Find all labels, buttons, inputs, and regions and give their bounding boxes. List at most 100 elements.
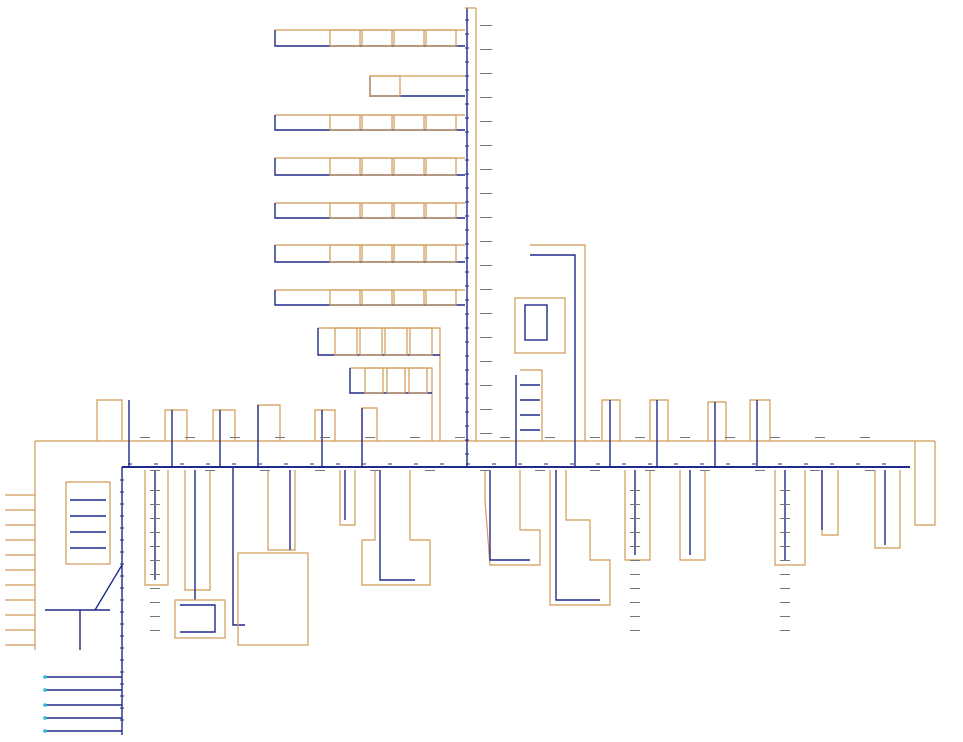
lateral-feeder-blocks	[274, 29, 465, 441]
node-label-mark	[150, 470, 160, 471]
node-label-mark	[780, 602, 790, 603]
node-label-mark	[780, 546, 790, 547]
node-label-mark	[260, 470, 270, 471]
node-label-mark	[480, 265, 492, 266]
node-label-mark	[700, 470, 710, 471]
node-label-mark	[150, 574, 160, 575]
node-label-mark	[630, 490, 640, 491]
node-label-mark	[275, 437, 285, 438]
node-label-mark	[150, 546, 160, 547]
node-label-mark	[480, 169, 492, 170]
node-label-mark	[630, 518, 640, 519]
node-label-mark	[770, 437, 780, 438]
node-label-mark	[480, 385, 492, 386]
node-label-mark	[455, 437, 465, 438]
node-label-mark	[630, 560, 640, 561]
node-label-mark	[590, 470, 600, 471]
node-label-mark	[630, 574, 640, 575]
node-label-mark	[630, 588, 640, 589]
node-label-mark	[545, 437, 555, 438]
node-label-mark	[680, 437, 690, 438]
node-label-mark	[630, 504, 640, 505]
node-label-mark	[480, 217, 492, 218]
node-label-mark	[860, 437, 870, 438]
node-label-mark	[480, 73, 492, 74]
node-label-mark	[370, 470, 380, 471]
node-label-mark	[810, 470, 820, 471]
node-label-mark	[150, 560, 160, 561]
node-label-mark	[150, 588, 160, 589]
node-label-mark	[480, 409, 492, 410]
lateral-block-3	[274, 114, 465, 131]
node-label-mark	[365, 437, 375, 438]
node-label-mark	[630, 532, 640, 533]
node-label-mark	[780, 616, 790, 617]
node-label-mark	[320, 437, 330, 438]
lateral-block-4	[274, 157, 465, 176]
node-label-mark	[480, 97, 492, 98]
node-label-mark	[150, 630, 160, 631]
node-label-mark	[780, 518, 790, 519]
node-label-mark	[480, 241, 492, 242]
node-label-mark	[590, 437, 600, 438]
node-label-mark	[780, 490, 790, 491]
node-label-mark	[630, 602, 640, 603]
node-label-mark	[480, 25, 492, 26]
node-label-mark	[480, 49, 492, 50]
node-label-mark	[480, 470, 490, 471]
node-label-mark	[480, 313, 492, 314]
node-label-mark	[480, 361, 492, 362]
node-label-mark	[500, 437, 510, 438]
vertical-trunk-feeder	[465, 7, 477, 467]
lateral-block-6	[274, 244, 465, 263]
node-label-mark	[780, 630, 790, 631]
node-label-mark	[630, 546, 640, 547]
node-label-mark	[755, 470, 765, 471]
node-label-mark	[480, 433, 492, 434]
node-label-mark	[410, 437, 420, 438]
node-label-mark	[780, 504, 790, 505]
node-label-mark	[725, 437, 735, 438]
node-label-mark	[480, 145, 492, 146]
node-label-mark	[185, 437, 195, 438]
node-label-mark	[630, 616, 640, 617]
lateral-block-9	[349, 367, 433, 441]
node-label-mark	[635, 437, 645, 438]
node-label-mark	[150, 616, 160, 617]
node-label-mark	[140, 437, 150, 438]
node-label-mark	[780, 560, 790, 561]
node-label-mark	[630, 630, 640, 631]
lateral-block-5	[274, 202, 465, 219]
lateral-block-2	[369, 75, 465, 97]
left-branch-feeders	[5, 467, 123, 735]
node-label-mark	[150, 518, 160, 519]
node-label-mark	[480, 193, 492, 194]
node-label-mark	[315, 470, 325, 471]
node-label-mark	[150, 602, 160, 603]
lateral-block-1	[274, 29, 465, 47]
node-label-mark	[535, 470, 545, 471]
node-label-mark	[230, 437, 240, 438]
node-label-mark	[480, 289, 492, 290]
right-upper-loop-feeder	[514, 244, 586, 467]
node-label-mark	[815, 437, 825, 438]
node-label-mark	[480, 337, 492, 338]
node-label-mark	[480, 121, 492, 122]
node-label-mark	[425, 470, 435, 471]
node-label-mark	[205, 470, 215, 471]
node-label-mark	[150, 532, 160, 533]
node-labels	[140, 25, 875, 631]
node-label-mark	[645, 470, 655, 471]
node-label-mark	[780, 532, 790, 533]
lateral-block-7	[274, 289, 465, 306]
lateral-block-8	[317, 327, 441, 441]
node-label-mark	[150, 490, 160, 491]
node-label-mark	[780, 588, 790, 589]
node-label-mark	[780, 574, 790, 575]
node-label-mark	[865, 470, 875, 471]
upper-stub-loops	[96, 399, 771, 467]
node-markers	[120, 19, 886, 721]
lower-branch-feeders	[144, 441, 936, 646]
node-label-mark	[150, 504, 160, 505]
